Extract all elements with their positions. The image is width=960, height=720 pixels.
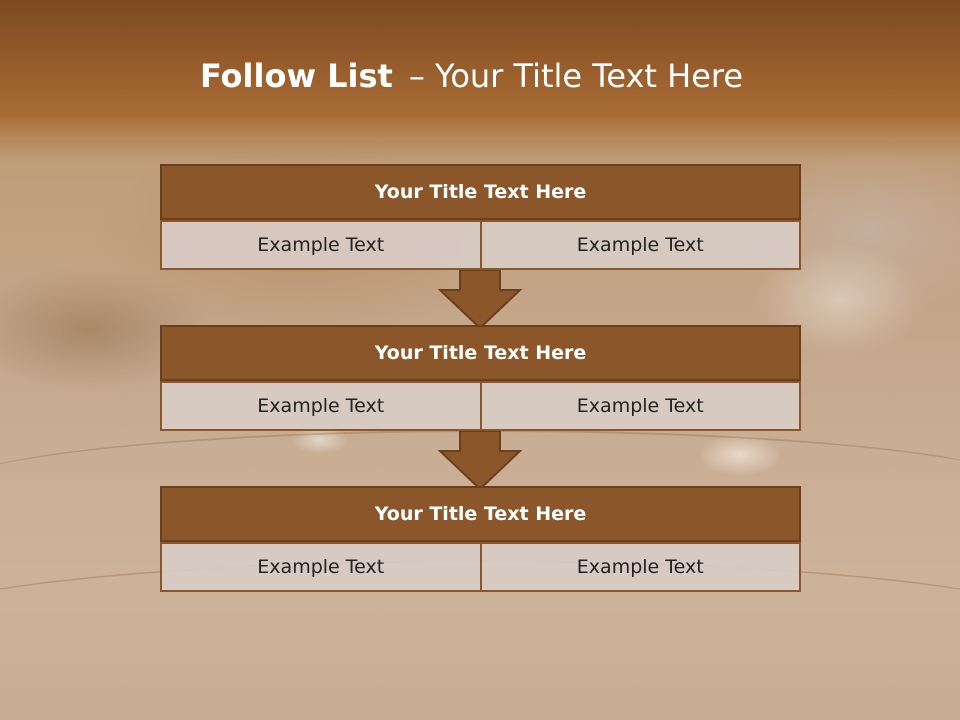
down-arrow-icon xyxy=(438,270,522,330)
block-row: Example Text Example Text xyxy=(160,220,801,270)
title-band xyxy=(0,0,960,160)
block-title[interactable]: Your Title Text Here xyxy=(160,325,801,381)
block-cell-left[interactable]: Example Text xyxy=(160,381,481,431)
block-cell-right[interactable]: Example Text xyxy=(480,381,801,431)
flow-block-2[interactable]: Your Title Text Here Example Text Exampl… xyxy=(160,325,801,431)
flow-block-3[interactable]: Your Title Text Here Example Text Exampl… xyxy=(160,486,801,592)
block-cell-right[interactable]: Example Text xyxy=(480,220,801,270)
flow-block-1[interactable]: Your Title Text Here Example Text Exampl… xyxy=(160,164,801,270)
block-cell-left[interactable]: Example Text xyxy=(160,220,481,270)
slide-title-bold: Follow List xyxy=(199,57,393,95)
slide-title: Follow List – Your Title Text Here xyxy=(0,54,943,98)
block-cell-left[interactable]: Example Text xyxy=(160,542,481,592)
block-row: Example Text Example Text xyxy=(160,381,801,431)
block-cell-right[interactable]: Example Text xyxy=(480,542,801,592)
block-title[interactable]: Your Title Text Here xyxy=(160,486,801,542)
down-arrow-icon xyxy=(438,431,522,491)
slide-title-rest: – Your Title Text Here xyxy=(408,57,744,95)
block-title[interactable]: Your Title Text Here xyxy=(160,164,801,220)
block-row: Example Text Example Text xyxy=(160,542,801,592)
